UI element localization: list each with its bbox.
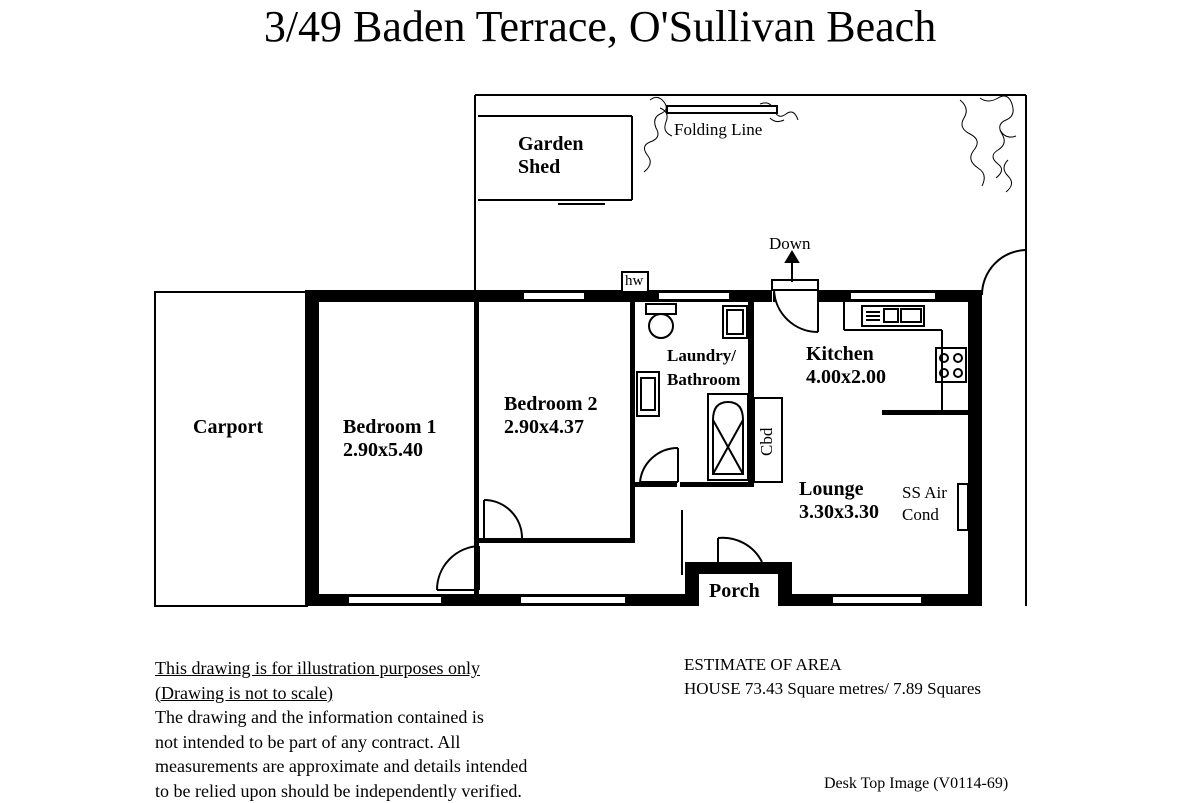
hot-water-label: hw bbox=[625, 271, 643, 291]
disclaimer-line-1: This drawing is for illustration purpose… bbox=[155, 656, 585, 681]
disclaimer-line-6: to be relied upon should be independentl… bbox=[155, 779, 585, 803]
disclaimer-line-4: not intended to be part of any contract.… bbox=[155, 730, 585, 755]
version-label: Desk Top Image (V0114-69) bbox=[824, 774, 1008, 794]
down-label: Down bbox=[769, 233, 811, 255]
garden-shed-label: Garden bbox=[518, 133, 584, 156]
windows bbox=[348, 292, 936, 604]
area-estimate: ESTIMATE OF AREA HOUSE 73.43 Square metr… bbox=[684, 653, 981, 701]
kitchen-name: Kitchen bbox=[806, 343, 874, 366]
bedroom1-name: Bedroom 1 bbox=[343, 416, 437, 439]
folding-line-symbol bbox=[667, 106, 777, 113]
carport-outline bbox=[155, 292, 307, 606]
aircon-label-2: Cond bbox=[902, 504, 939, 526]
carport-label: Carport bbox=[193, 416, 263, 439]
lounge-size: 3.30x3.30 bbox=[799, 501, 879, 524]
disclaimer: This drawing is for illustration purpose… bbox=[155, 656, 585, 803]
lounge-name: Lounge bbox=[799, 478, 863, 501]
cupboard-label: Cbd bbox=[756, 428, 778, 456]
porch-label: Porch bbox=[709, 580, 760, 603]
bedroom2-name: Bedroom 2 bbox=[504, 393, 598, 416]
aircon-label: SS Air bbox=[902, 482, 947, 504]
down-arrow bbox=[786, 252, 798, 282]
folding-line-label: Folding Line bbox=[674, 119, 762, 141]
disclaimer-line-3: The drawing and the information containe… bbox=[155, 705, 585, 730]
bedroom2-size: 2.90x4.37 bbox=[504, 416, 584, 439]
disclaimer-line-5: measurements are approximate and details… bbox=[155, 754, 585, 779]
disclaimer-line-2: (Drawing is not to scale) bbox=[155, 681, 333, 706]
kitchen-size: 4.00x2.00 bbox=[806, 366, 886, 389]
bedroom1-size: 2.90x5.40 bbox=[343, 439, 423, 462]
garden-shed-label-2: Shed bbox=[518, 156, 560, 179]
laundry-label: Laundry/ bbox=[667, 344, 736, 368]
kitchen-door-gap bbox=[772, 290, 818, 302]
bathroom-label: Bathroom bbox=[667, 368, 740, 392]
area-house: HOUSE 73.43 Square metres/ 7.89 Squares bbox=[684, 677, 981, 701]
area-heading: ESTIMATE OF AREA bbox=[684, 653, 981, 677]
